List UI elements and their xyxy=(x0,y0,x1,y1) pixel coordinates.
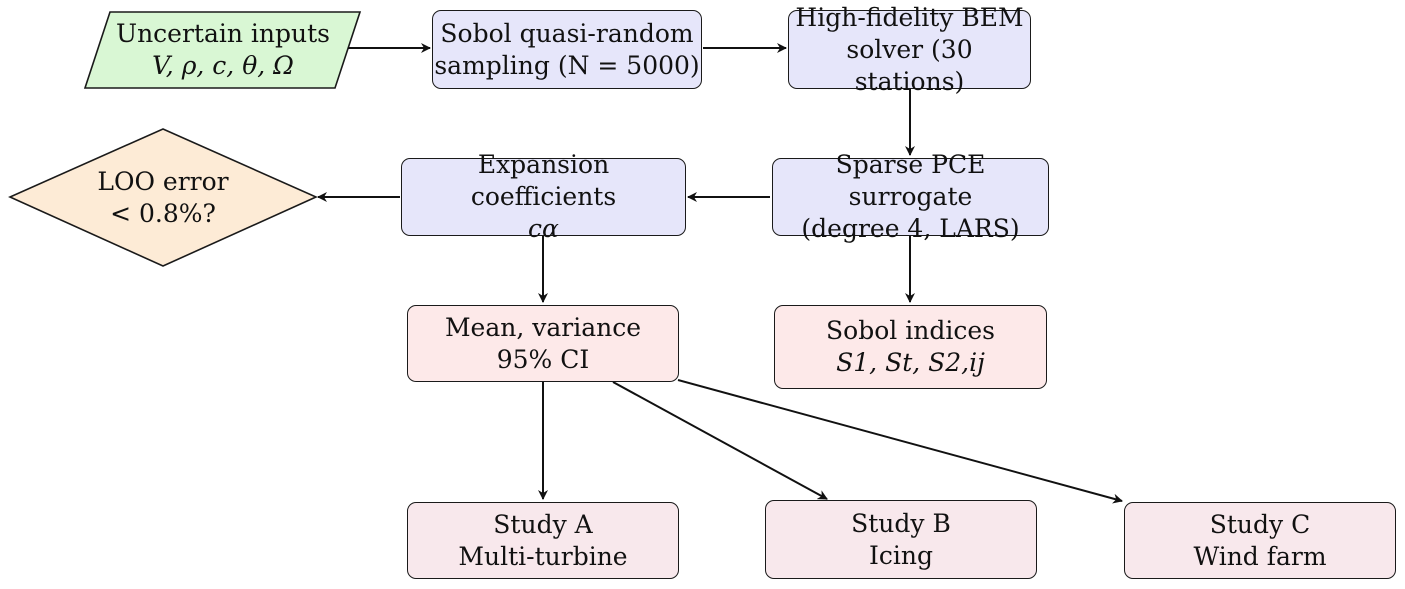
study-a-node: Study A Multi-turbine xyxy=(407,502,679,579)
pce-line1: Sparse PCE surrogate xyxy=(835,150,986,211)
coefficients-line1: Expansion coefficients xyxy=(470,150,617,211)
mean-line2: 95% CI xyxy=(496,344,590,374)
inputs-variables: V, ρ, c, θ, Ω xyxy=(152,51,294,80)
study-c-line2: Wind farm xyxy=(1193,541,1327,571)
study-a-line2: Multi-turbine xyxy=(458,541,628,571)
inputs-title: Uncertain inputs xyxy=(116,19,330,48)
loo-line2: < 0.8%? xyxy=(110,199,216,228)
study-b-line2: Icing xyxy=(869,540,933,570)
sobol-line2: S1, St, S2,ij xyxy=(836,348,985,377)
loo-diamond-shape xyxy=(8,128,318,267)
sobol-line1: Sobol indices xyxy=(826,316,995,345)
study-b-line1: Study B xyxy=(851,508,951,538)
coefficients-symbol: cα xyxy=(528,214,559,243)
inputs-shape xyxy=(83,11,362,89)
arrow-mean-to-study-c xyxy=(677,379,1123,504)
inputs-node: Uncertain inputs V, ρ, c, θ, Ω xyxy=(88,12,358,88)
arrow-mean-to-study-b xyxy=(612,381,828,500)
bem-solver-node: High-fidelity BEM solver (30 stations) xyxy=(788,3,1031,96)
mean-variance-node: Mean, variance 95% CI xyxy=(407,305,679,382)
loo-line1: LOO error xyxy=(97,167,229,196)
sobol-indices-node: Sobol indices S1, St, S2,ij xyxy=(774,305,1047,389)
study-a-line1: Study A xyxy=(493,509,593,539)
coefficients-node: Expansion coefficients cα xyxy=(401,150,686,243)
sampling-node: Sobol quasi-random sampling (N = 5000) xyxy=(432,10,702,89)
bem-line1: High-fidelity BEM xyxy=(795,2,1024,32)
pce-surrogate-node: Sparse PCE surrogate (degree 4, LARS) xyxy=(772,150,1049,243)
loo-decision-node: LOO error < 0.8%? xyxy=(60,160,266,236)
pce-line2: (degree 4, LARS) xyxy=(801,214,1020,243)
study-b-node: Study B Icing xyxy=(765,500,1037,579)
study-c-node: Study C Wind farm xyxy=(1124,502,1396,579)
mean-line1: Mean, variance xyxy=(444,312,642,342)
sampling-line1: Sobol quasi-random xyxy=(440,18,694,48)
bem-line2: solver (30 stations) xyxy=(846,34,973,96)
study-c-line1: Study C xyxy=(1209,509,1311,539)
sampling-line2: sampling (N = 5000) xyxy=(434,50,700,80)
